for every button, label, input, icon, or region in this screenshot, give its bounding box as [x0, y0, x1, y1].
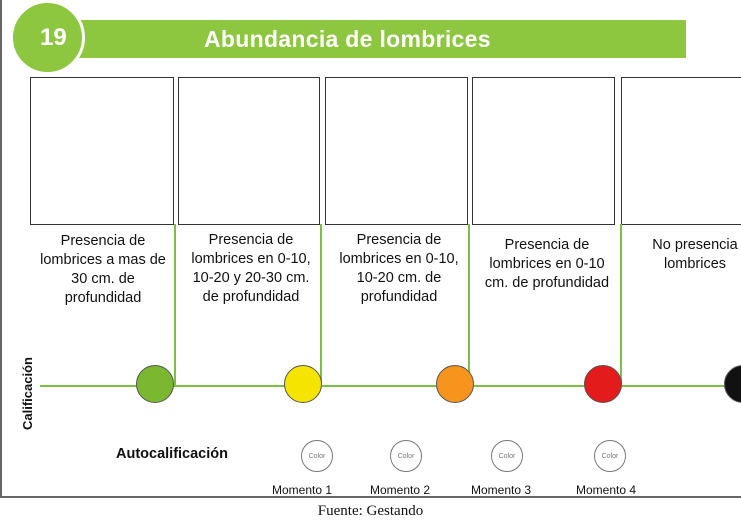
moment-label-1: Momento 1	[272, 483, 333, 497]
self-rating-circle-2[interactable]: Color	[390, 440, 422, 472]
rating-dot-4	[584, 365, 622, 403]
level-description-2: Presencia de lombrices en 0-10, 10-20 y …	[191, 232, 311, 305]
rating-dot-2	[284, 365, 322, 403]
divider-line-1	[174, 224, 176, 386]
divider-line-2	[320, 224, 322, 386]
level-description-1: Presencia de lombrices a mas de 30 cm. d…	[40, 233, 166, 306]
moment-label-2: Momento 2	[370, 483, 431, 497]
image-box-5	[621, 77, 741, 225]
rating-dot-1	[136, 365, 174, 403]
rating-scale-line	[40, 385, 741, 387]
level-description-4: Presencia de lombrices en 0-10 cm. de pr…	[484, 237, 610, 291]
figure-frame	[0, 0, 741, 498]
axis-label: Calificación	[20, 357, 35, 430]
moment-label-3: Momento 3	[471, 483, 532, 497]
divider-line-3	[468, 224, 470, 386]
figure-number: 19	[40, 24, 67, 51]
image-box-4	[472, 77, 615, 225]
self-rating-circle-3[interactable]: Color	[491, 440, 523, 472]
self-rating-circle-1[interactable]: Color	[301, 440, 333, 472]
level-description-3: Presencia de lombrices en 0-10, 10-20 cm…	[339, 232, 459, 305]
self-rating-circle-4[interactable]: Color	[594, 440, 626, 472]
image-box-1	[30, 77, 174, 225]
title-banner	[40, 20, 686, 58]
divider-line-4	[620, 224, 622, 386]
page-title: Abundancia de lombrices	[204, 26, 491, 52]
self-rating-label: Autocalificación	[116, 446, 228, 462]
source-caption: Fuente: Gestando	[317, 503, 424, 519]
image-box-2	[178, 77, 320, 225]
rating-dot-3	[436, 365, 474, 403]
moment-label-4: Momento 4	[576, 483, 637, 497]
image-box-3	[325, 77, 468, 225]
number-badge	[10, 0, 85, 75]
level-description-5: No presencia lombrices	[652, 237, 738, 272]
